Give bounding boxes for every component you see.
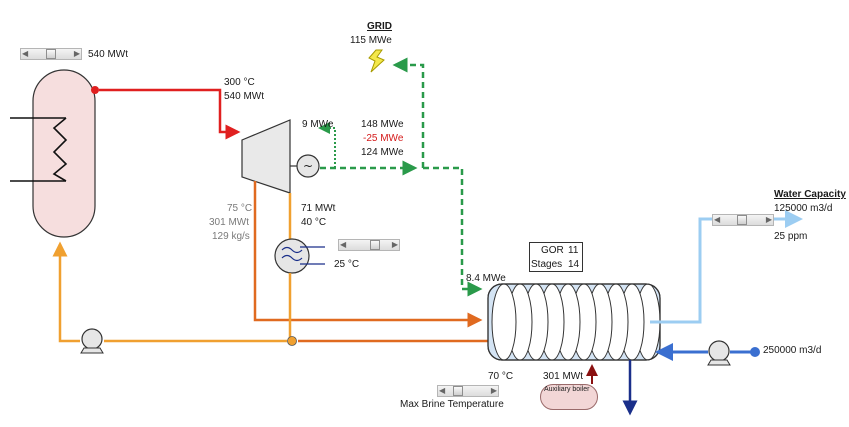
cooling-temperature: 25 °C — [334, 259, 360, 270]
desal-power-feed: 8.4 MWe — [466, 273, 506, 284]
slider-right-arrow-icon[interactable]: ▶ — [765, 215, 772, 224]
stages-value: 14 — [568, 259, 580, 270]
reactor-outlet-node — [91, 86, 99, 94]
desal-power-line — [423, 166, 483, 297]
desalination-unit[interactable] — [487, 283, 661, 361]
turbine-to-desal-line — [253, 181, 483, 328]
gor-label: GOR — [541, 245, 564, 256]
aux-power-value: 9 MWe — [302, 119, 334, 130]
return-temperature: 75 °C — [227, 203, 253, 214]
brine-temperature-slider[interactable]: ◀ ▶ — [437, 385, 499, 397]
mixing-node — [287, 336, 297, 346]
generator[interactable]: ~ — [296, 154, 320, 178]
steam-power: 540 MWt — [224, 91, 265, 102]
seawater-intake-value: 250000 m3/d — [763, 345, 822, 356]
return-heat: 301 MWt — [209, 217, 250, 228]
condenser[interactable] — [274, 238, 310, 274]
reactor-power-value: 540 MWt — [88, 49, 129, 60]
aux-boiler-power: 301 MWt — [543, 371, 584, 382]
power-loss-value: -25 MWe — [363, 133, 404, 144]
grid-title: GRID — [367, 21, 392, 32]
steam-line — [99, 88, 241, 140]
reactor-power-slider[interactable]: ◀ ▶ — [20, 48, 82, 60]
seawater-pump[interactable] — [707, 340, 731, 366]
water-capacity-slider[interactable]: ◀ ▶ — [712, 214, 774, 226]
gross-power-value: 148 MWe — [361, 119, 404, 130]
gor-value: 11 — [568, 245, 579, 256]
water-salinity: 25 ppm — [774, 231, 808, 242]
slider-thumb[interactable] — [46, 49, 56, 59]
steam-temperature: 300 °C — [224, 77, 255, 88]
slider-left-arrow-icon[interactable]: ◀ — [439, 386, 446, 395]
condenser-heat: 71 MWt — [301, 203, 336, 214]
slider-left-arrow-icon[interactable]: ◀ — [714, 215, 721, 224]
reactor-heat-exchanger-icon — [10, 117, 68, 182]
feed-pump[interactable] — [80, 328, 104, 354]
return-mass-flow: 129 kg/s — [212, 231, 250, 242]
svg-text:~: ~ — [303, 159, 313, 173]
slider-right-arrow-icon[interactable]: ▶ — [490, 386, 497, 395]
slider-right-arrow-icon[interactable]: ▶ — [73, 49, 80, 58]
stages-label: Stages — [531, 259, 563, 270]
water-capacity-title: Water Capacity — [774, 189, 846, 200]
feedwater-to-reactor-line — [52, 241, 80, 343]
turbine[interactable] — [241, 119, 291, 194]
grid-lightning-icon — [368, 49, 385, 73]
grid-line — [392, 57, 425, 168]
water-capacity-value: 125000 m3/d — [774, 203, 833, 214]
aux-power-line — [318, 122, 336, 168]
aux-boiler-label: Auxiliary boiler — [544, 386, 590, 393]
grid-power-value: 115 MWe — [350, 35, 392, 46]
slider-right-arrow-icon[interactable]: ▶ — [391, 240, 398, 249]
slider-left-arrow-icon[interactable]: ◀ — [22, 49, 29, 58]
slider-thumb[interactable] — [737, 215, 747, 225]
brine-temperature-label: Max Brine Temperature — [400, 399, 504, 410]
cooling-temperature-slider[interactable]: ◀ ▶ — [338, 239, 400, 251]
net-power-value: 124 MWe — [361, 147, 404, 158]
reactor-vessel[interactable] — [32, 69, 96, 238]
desal-parameters-box — [529, 242, 583, 272]
seawater-source-node — [750, 347, 760, 357]
brine-temperature-value: 70 °C — [488, 371, 514, 382]
auxiliary-boiler[interactable]: Auxiliary boiler — [540, 384, 598, 410]
slider-thumb[interactable] — [453, 386, 463, 396]
slider-thumb[interactable] — [370, 240, 380, 250]
condenser-temperature: 40 °C — [301, 217, 327, 228]
slider-left-arrow-icon[interactable]: ◀ — [340, 240, 347, 249]
